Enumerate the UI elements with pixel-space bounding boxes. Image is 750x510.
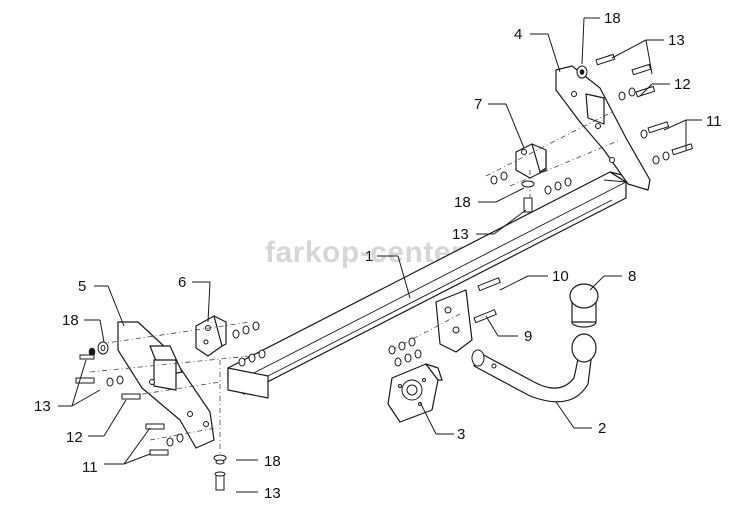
tow-ball-arm-part (471, 333, 597, 403)
callout-18-center: 18 (454, 194, 471, 211)
callout-9: 9 (524, 328, 532, 345)
socket-plate-part (387, 363, 443, 423)
fastener-hardware (75, 53, 694, 491)
callout-8: 8 (628, 268, 636, 285)
callout-3: 3 (457, 426, 465, 443)
callout-1: 1 (365, 248, 373, 265)
callout-11-left: 11 (82, 459, 98, 476)
callout-13-center: 13 (452, 226, 469, 243)
callout-6: 6 (178, 274, 186, 291)
leader-lines (58, 17, 702, 493)
right-bracket-plate-part (555, 65, 651, 191)
callout-13-left: 13 (34, 398, 51, 415)
callout-18-bottom: 18 (264, 453, 281, 470)
callout-18-right-top: 18 (604, 10, 621, 27)
callout-4: 4 (514, 26, 522, 43)
left-angle-bracket-part (195, 315, 227, 357)
callout-13-bottom: 13 (264, 485, 281, 502)
hitch-mount-plate (435, 289, 473, 353)
callout-18-left: 18 (62, 312, 79, 329)
callout-13-right-top: 13 (668, 32, 685, 49)
callout-11-right: 11 (706, 113, 722, 130)
callout-5: 5 (78, 278, 86, 295)
callout-labels: 1 2 3 4 5 6 7 8 9 10 11 11 12 12 13 13 1… (34, 10, 722, 502)
callout-12-left: 12 (66, 429, 83, 446)
callout-12-right: 12 (674, 76, 691, 93)
left-bracket-plate-part (117, 321, 215, 449)
callout-2: 2 (598, 420, 606, 437)
callout-7: 7 (474, 96, 482, 113)
tow-ball-part (569, 283, 599, 328)
callout-10: 10 (552, 268, 569, 285)
right-angle-bracket-part (515, 143, 547, 179)
